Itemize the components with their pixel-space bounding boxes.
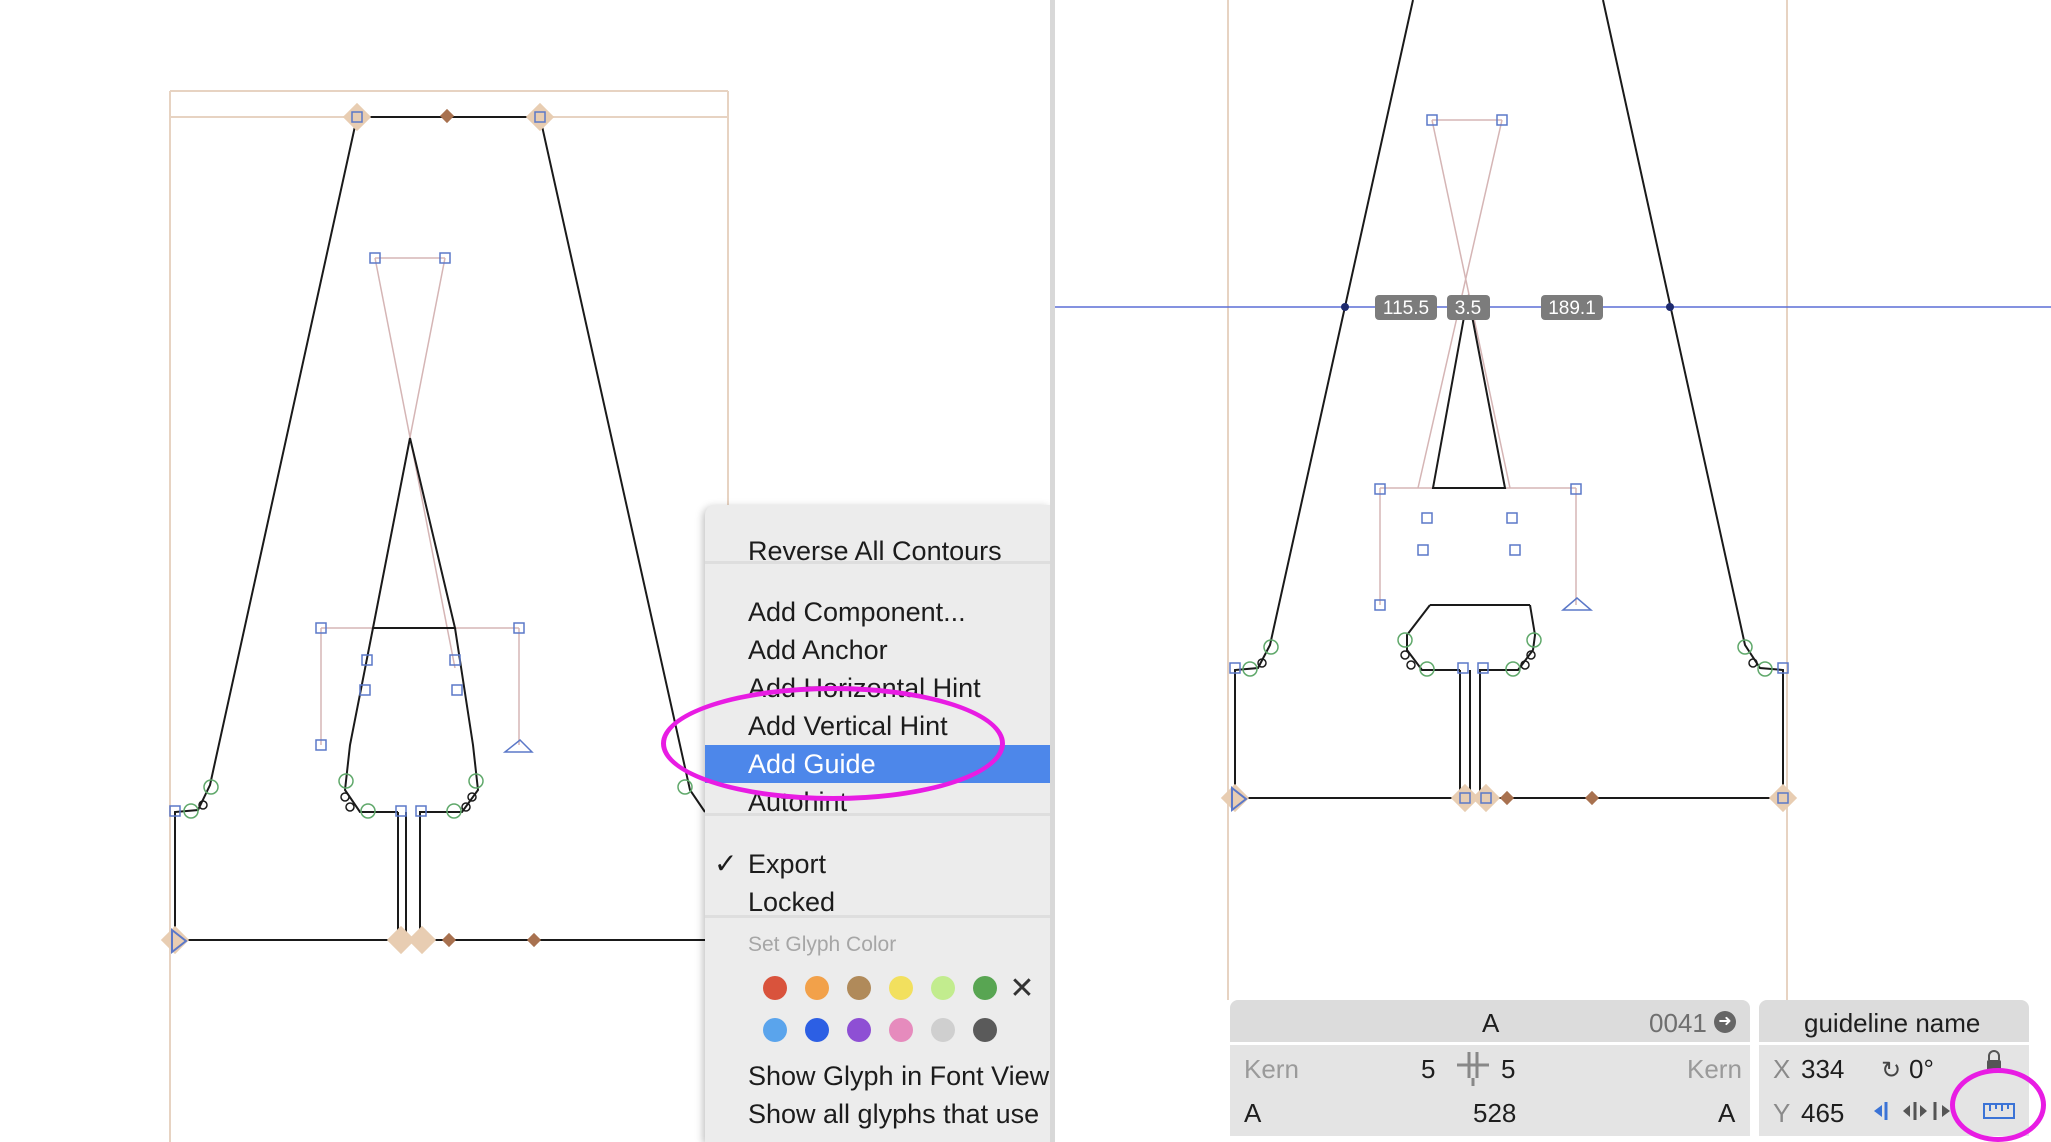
menu-item-label: Autohint — [748, 787, 848, 817]
right-sidebearing[interactable]: 5 — [1501, 1054, 1516, 1084]
menu-item-label: Add Vertical Hint — [748, 711, 948, 741]
guideline-name[interactable]: guideline name — [1804, 1008, 1981, 1038]
left-distance-label: 115.5 — [1383, 298, 1429, 319]
guideline-info-header — [1759, 1000, 2029, 1042]
menu-item-add-guide[interactable]: Add Guide — [705, 745, 1050, 783]
left-sidebearing[interactable]: 5 — [1421, 1054, 1436, 1084]
stem-distance-label: 3.5 — [1455, 298, 1481, 319]
color-swatch[interactable] — [847, 1018, 871, 1042]
glyph-editor-left[interactable]: Reverse All Contours Add Component... Ad… — [0, 0, 1050, 1142]
unicode-value[interactable]: 0041 — [1649, 1008, 1707, 1038]
curve-points — [183, 773, 693, 819]
color-swatch[interactable] — [931, 1018, 955, 1042]
color-swatch[interactable] — [973, 1018, 997, 1042]
glyph-editor-right[interactable]: 115.5 3.5 189.1 — [1055, 0, 2051, 1142]
color-swatch[interactable] — [973, 976, 997, 1000]
control-handles — [1379, 119, 1577, 605]
menu-item-add-vertical-hint[interactable]: Add Vertical Hint — [705, 707, 1050, 745]
x-value[interactable]: 334 — [1801, 1054, 1845, 1084]
control-handles — [320, 257, 520, 745]
menu-separator — [705, 915, 1050, 918]
color-swatch[interactable] — [889, 976, 913, 1000]
color-swatch[interactable] — [763, 976, 787, 1000]
glyph-info-body — [1230, 1045, 1750, 1136]
glyph-outline — [1234, 0, 1784, 799]
menu-item-locked[interactable]: Locked — [705, 883, 1050, 921]
color-swatch[interactable] — [847, 976, 871, 1000]
menu-item-reverse-all-contours[interactable]: Reverse All Contours — [705, 532, 1050, 570]
right-kern-glyph[interactable]: A — [1718, 1098, 1736, 1128]
right-distance-label: 189.1 — [1548, 298, 1596, 319]
menu-item-show-glyph-in-font-view[interactable]: Show Glyph in Font View — [705, 1057, 1050, 1095]
annotation-circle-ruler — [1950, 1068, 2046, 1142]
color-swatch[interactable] — [805, 976, 829, 1000]
guide-intersections — [1341, 303, 1674, 311]
advance-width[interactable]: 528 — [1473, 1098, 1517, 1128]
glyph-info-header — [1230, 1000, 1750, 1042]
menu-item-label: Show Glyph in Font View — [748, 1061, 1050, 1091]
align-left-icon[interactable] — [1872, 1100, 1896, 1122]
set-glyph-color-label: Set Glyph Color — [748, 933, 897, 956]
color-swatch[interactable] — [889, 1018, 913, 1042]
align-right-icon[interactable] — [1932, 1100, 1952, 1122]
menu-item-add-component[interactable]: Add Component... — [705, 593, 1050, 631]
bottom-nodes — [1220, 783, 1798, 813]
left-kern-glyph[interactable]: A — [1244, 1098, 1262, 1128]
menu-item-add-horizontal-hint[interactable]: Add Horizontal Hint — [705, 669, 1050, 707]
context-menu: Reverse All Contours Add Component... Ad… — [705, 505, 1050, 1142]
off-curve-points — [169, 252, 534, 817]
right-kern-label: Kern — [1687, 1054, 1742, 1084]
menu-item-label: Reverse All Contours — [748, 536, 1002, 566]
menu-item-label: Locked — [748, 887, 836, 917]
y-value[interactable]: 465 — [1801, 1098, 1845, 1128]
angle-value[interactable]: 0° — [1909, 1054, 1934, 1084]
angle-icon: ↻ — [1881, 1057, 1902, 1084]
menu-item-label: Add Guide — [748, 749, 876, 779]
go-to-glyph-icon[interactable]: ➜ — [1714, 1011, 1736, 1033]
menu-item-label: Add Component... — [748, 597, 966, 627]
panel-divider — [1050, 0, 1055, 1142]
menu-item-label: Export — [748, 849, 827, 879]
metrics-lines — [169, 90, 729, 1142]
clear-color-icon[interactable]: ✕ — [1009, 972, 1035, 1005]
glyph-name[interactable]: A — [1482, 1008, 1500, 1038]
menu-item-add-anchor[interactable]: Add Anchor — [705, 631, 1050, 669]
checkmark-icon: ✓ — [714, 848, 738, 879]
tangent-points — [1257, 650, 1758, 670]
x-label: X — [1773, 1054, 1791, 1084]
menu-item-export[interactable]: ✓ Export — [705, 845, 1050, 883]
align-center-icon[interactable] — [1902, 1100, 1928, 1122]
color-swatch[interactable] — [763, 1018, 787, 1042]
bottom-nodes — [160, 925, 542, 955]
color-swatch[interactable] — [931, 976, 955, 1000]
y-label: Y — [1773, 1098, 1791, 1128]
color-swatch[interactable] — [805, 1018, 829, 1042]
curve-points — [1242, 632, 1773, 677]
measurement-labels: 115.5 3.5 189.1 — [1375, 295, 1603, 320]
menu-item-label: Add Anchor — [748, 635, 888, 665]
menu-item-autohint[interactable]: Autohint — [705, 783, 1050, 821]
link-sidebearings-icon[interactable] — [1453, 1050, 1493, 1088]
menu-item-show-all-glyphs[interactable]: Show all glyphs that use — [705, 1095, 1050, 1133]
tangent-points — [198, 792, 477, 812]
menu-separator — [705, 561, 1050, 564]
left-kern-label: Kern — [1244, 1054, 1299, 1084]
menu-separator — [705, 813, 1050, 816]
metrics-lines — [1227, 0, 1788, 1000]
glyph-outline — [174, 116, 706, 941]
glyph-canvas-right[interactable]: 115.5 3.5 189.1 — [1055, 0, 2051, 1142]
glyph-canvas-left[interactable] — [0, 0, 1050, 1142]
menu-item-label: Add Horizontal Hint — [748, 673, 981, 703]
glyph-info-panel: A 0041 ➜ Kern 5 5 Kern A 528 A — [1230, 1000, 1750, 1136]
menu-item-label: Show all glyphs that use — [748, 1099, 1040, 1129]
off-curve-points — [1229, 114, 1789, 804]
